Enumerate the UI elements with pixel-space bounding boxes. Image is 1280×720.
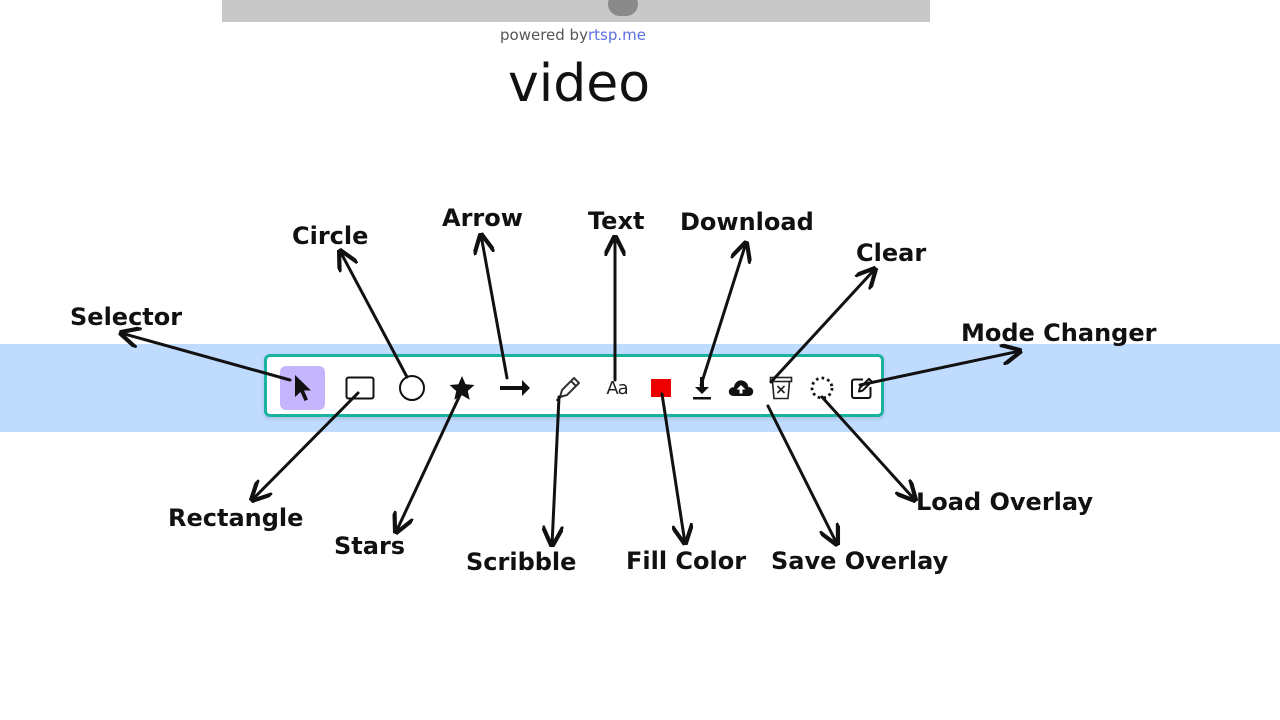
dotted-circle-icon <box>810 376 834 400</box>
download-label: Download <box>680 208 814 236</box>
save-overlay-callout-arrow <box>766 404 837 544</box>
cursor-arrow-icon <box>294 375 311 401</box>
video-frame <box>222 0 930 22</box>
save-overlay-button[interactable] <box>725 373 757 403</box>
rectangle-callout-arrow <box>252 391 360 500</box>
powered-by-prefix: powered by <box>500 26 588 44</box>
color-swatch-icon <box>651 379 671 397</box>
cloud-upload-icon <box>728 380 754 396</box>
text-tool-button[interactable]: Aa <box>600 373 634 403</box>
star-icon <box>449 376 475 400</box>
mode-changer-button[interactable] <box>847 373 877 403</box>
load-overlay-label: Load Overlay <box>916 488 1093 516</box>
download-callout-arrow <box>699 243 746 387</box>
stars-label: Stars <box>334 532 406 560</box>
scribble-callout-arrow <box>552 395 559 545</box>
load-overlay-callout-arrow <box>820 395 915 500</box>
text-label: Text <box>588 207 645 235</box>
selector-tool-button[interactable] <box>280 366 325 410</box>
text-aa-icon: Aa <box>606 377 628 399</box>
save-overlay-label: Save Overlay <box>771 547 949 575</box>
stars-tool-button[interactable] <box>447 373 477 403</box>
fill-color-button[interactable] <box>646 373 676 403</box>
circle-label: Circle <box>292 222 369 250</box>
clear-button[interactable] <box>767 373 795 403</box>
rectangle-icon <box>345 376 375 400</box>
powered-by-text: powered byrtsp.me <box>500 26 646 44</box>
video-title: video <box>508 54 651 114</box>
fill-color-callout-arrow <box>660 392 685 543</box>
clear-callout-arrow <box>769 269 875 384</box>
arrow-tool-button[interactable] <box>497 373 533 403</box>
trash-x-icon <box>769 376 793 400</box>
circle-tool-button[interactable] <box>397 373 427 403</box>
arrow-callout-arrow <box>481 235 509 380</box>
powered-by-link[interactable]: rtsp.me <box>587 26 646 44</box>
rectangle-label: Rectangle <box>168 504 304 532</box>
mode-changer-callout-arrow <box>858 351 1020 387</box>
rectangle-tool-button[interactable] <box>343 374 377 402</box>
annotation-toolbar: Aa <box>264 354 884 417</box>
circle-callout-arrow <box>340 251 409 379</box>
load-overlay-button[interactable] <box>807 373 837 403</box>
selector-callout-arrow <box>121 333 292 382</box>
fill-color-label: Fill Color <box>626 547 747 575</box>
stars-callout-arrow <box>396 393 462 532</box>
video-content <box>608 0 638 16</box>
mode-changer-label: Mode Changer <box>961 319 1157 347</box>
edit-square-icon <box>851 377 873 399</box>
scribble-label: Scribble <box>466 548 577 576</box>
clear-label: Clear <box>856 239 927 267</box>
selector-label: Selector <box>70 303 183 331</box>
circle-icon <box>399 375 425 401</box>
arrow-right-icon <box>500 380 530 396</box>
arrow-label: Arrow <box>442 204 523 232</box>
